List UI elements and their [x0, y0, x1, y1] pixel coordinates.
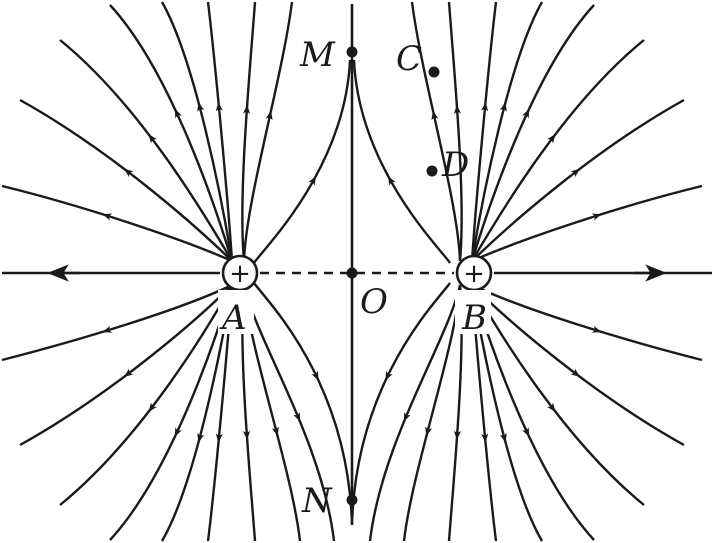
field-line-b-8 [471, 283, 703, 362]
field-line-b-0 [471, 184, 703, 263]
field-line-a-8 [1, 283, 233, 362]
label-a: A [219, 298, 247, 338]
field-line-a-axis-1 [253, 282, 354, 526]
label-b: B [461, 298, 487, 338]
label-b-bg [455, 290, 491, 334]
charge-a: + [221, 254, 259, 292]
charge-b: + [455, 254, 493, 292]
charge-a-sign: + [229, 259, 251, 289]
field-line-a-axis-0 [252, 59, 352, 264]
field-line-b-3 [470, 4, 595, 262]
field-line-b-2 [470, 39, 645, 262]
field-line-a-5 [206, 1, 234, 262]
point-o-dot [346, 267, 358, 279]
field-line-b-1 [471, 98, 685, 262]
point-d-dot [426, 165, 438, 177]
field-line-a-6 [241, 1, 257, 262]
label-d: D [441, 145, 469, 185]
field-line-b-16 [368, 284, 462, 542]
field-line-a-7 [242, 1, 294, 262]
field-lines [1, 1, 703, 542]
field-line-b-9 [471, 284, 685, 447]
charge-b-sign: + [463, 259, 485, 289]
point-n-dot [346, 494, 358, 506]
label-o: O [360, 282, 388, 322]
field-line-b-axis-1 [350, 282, 451, 526]
label-a-bg [218, 290, 254, 334]
label-m: M [299, 35, 336, 75]
field-line-b-4 [470, 1, 544, 262]
field-line-a-4 [160, 1, 234, 262]
field-line-a-9 [19, 284, 233, 447]
field-line-a-0 [1, 184, 233, 263]
label-n: N [301, 481, 333, 521]
field-line-b-axis-0 [352, 59, 452, 264]
point-m-dot [346, 46, 358, 58]
field-line-a-1 [19, 98, 233, 262]
field-line-b-6 [447, 1, 463, 262]
field-line-b-7 [410, 1, 462, 262]
field-line-a-2 [59, 39, 234, 262]
label-c: C [396, 39, 422, 79]
field-line-b-5 [470, 1, 498, 262]
field-line-a-3 [109, 4, 234, 262]
point-c-dot [428, 66, 440, 78]
